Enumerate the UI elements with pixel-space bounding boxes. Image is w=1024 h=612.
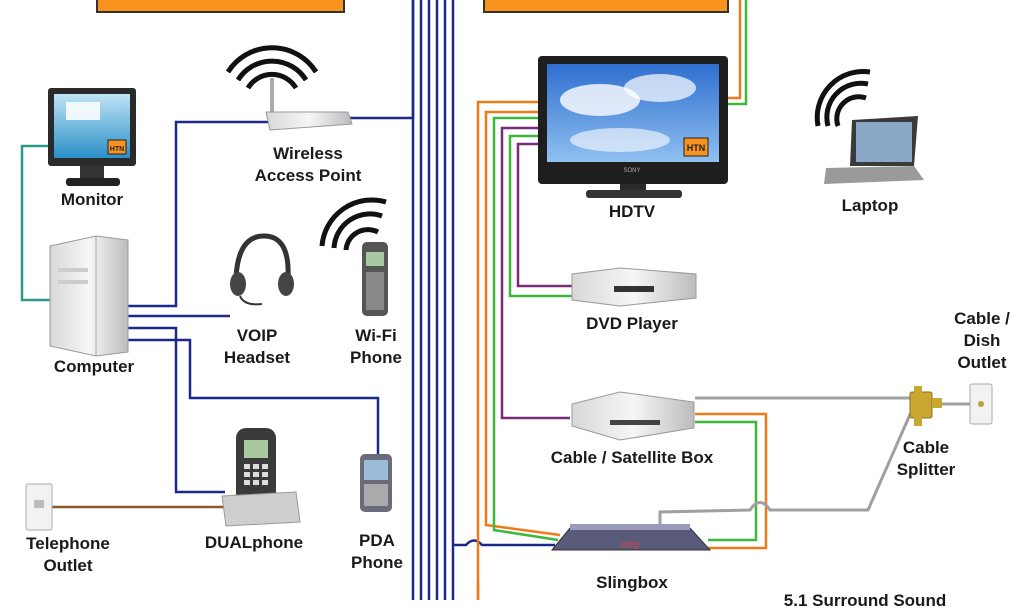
- label-outlet-line2: Dish: [963, 331, 1001, 350]
- label-cable-satellite-box: Cable / Satellite Box: [550, 448, 714, 467]
- wifi-signal-icon: [814, 69, 871, 127]
- label-telephone-line1: Telephone: [26, 534, 110, 553]
- cable-dish-outlet-device: [969, 383, 993, 425]
- monitor-device: HTN: [48, 88, 136, 186]
- htn-logo-tv: HTN: [687, 143, 706, 153]
- label-surround-sound: 5.1 Surround Sound: [783, 591, 947, 610]
- label-wifi-phone: Wi-Fi Phone: [336, 325, 416, 369]
- label-splitter-line2: Splitter: [896, 460, 956, 479]
- label-hdtv: HDTV: [608, 202, 656, 221]
- cable-pda: [128, 338, 380, 455]
- label-telephone-outlet: Telephone Outlet: [10, 533, 126, 577]
- label-slingbox: Slingbox: [596, 573, 668, 592]
- computer-device: [49, 235, 129, 357]
- label-computer: Computer: [53, 357, 135, 376]
- wireless-access-point-device: [225, 45, 353, 131]
- cable-ap-computer: [128, 120, 268, 308]
- label-monitor: Monitor: [60, 190, 124, 209]
- cable-slingbox: [452, 539, 555, 547]
- label-voip-headset: VOIP Headset: [212, 325, 302, 369]
- dualphone-device: [221, 428, 301, 527]
- label-outlet-line1: Cable /: [954, 309, 1010, 328]
- header-box-left: [96, 0, 345, 13]
- htn-logo-monitor: HTN: [110, 146, 124, 153]
- label-dvd-player: DVD Player: [586, 314, 678, 333]
- wifi-phone-device: [319, 197, 388, 316]
- label-dualphone: DUALphone: [204, 533, 304, 552]
- cable-dualphone: [128, 326, 225, 494]
- label-pda-line2: Phone: [351, 553, 403, 572]
- tv-cable-bundle: [476, 100, 572, 600]
- cablebox-slingbox-cables: [695, 412, 768, 550]
- label-pda-phone: PDA Phone: [340, 530, 414, 574]
- pda-device: [360, 454, 392, 512]
- dvd-player-device: [571, 267, 697, 307]
- wifi-signal-icon: [319, 197, 387, 251]
- label-wireless-line2: Access Point: [254, 166, 362, 185]
- cable-tv-orange-top: [728, 0, 742, 100]
- hdtv-device: HTN SONY: [538, 56, 728, 198]
- cable-splitter-device: [909, 386, 942, 426]
- header-box-right: [483, 0, 729, 13]
- cable-ap: [350, 0, 415, 120]
- label-wireless-line1: Wireless: [273, 144, 343, 163]
- label-voip-line1: VOIP: [236, 326, 278, 345]
- label-pda-line1: PDA: [359, 531, 395, 550]
- cable-trunk: [411, 0, 455, 600]
- slingbox-device: sling: [550, 524, 712, 551]
- label-cable-splitter: Cable Splitter: [884, 437, 968, 481]
- label-cable-dish-outlet: Cable / Dish Outlet: [946, 308, 1018, 374]
- coax-cables: [658, 396, 972, 528]
- sling-logo: sling: [621, 539, 640, 549]
- label-voip-line2: Headset: [223, 348, 291, 367]
- label-wireless-access-point: Wireless Access Point: [236, 143, 380, 187]
- label-splitter-line1: Cable: [902, 438, 950, 457]
- label-telephone-line2: Outlet: [43, 556, 93, 575]
- wifi-signal-icon: [225, 45, 319, 90]
- laptop-device: [814, 69, 924, 184]
- telephone-outlet-device: [25, 483, 53, 531]
- label-wifi-phone-line2: Phone: [350, 348, 402, 367]
- voip-headset-device: [230, 233, 294, 306]
- label-wifi-phone-line1: Wi-Fi: [355, 326, 397, 345]
- label-laptop: Laptop: [841, 196, 899, 215]
- cable-tv-green-top: [728, 0, 748, 106]
- label-outlet-line3: Outlet: [957, 353, 1007, 372]
- sony-logo: SONY: [623, 168, 640, 174]
- cable-satellite-box-device: [571, 391, 695, 441]
- cable-monitor: [20, 144, 58, 302]
